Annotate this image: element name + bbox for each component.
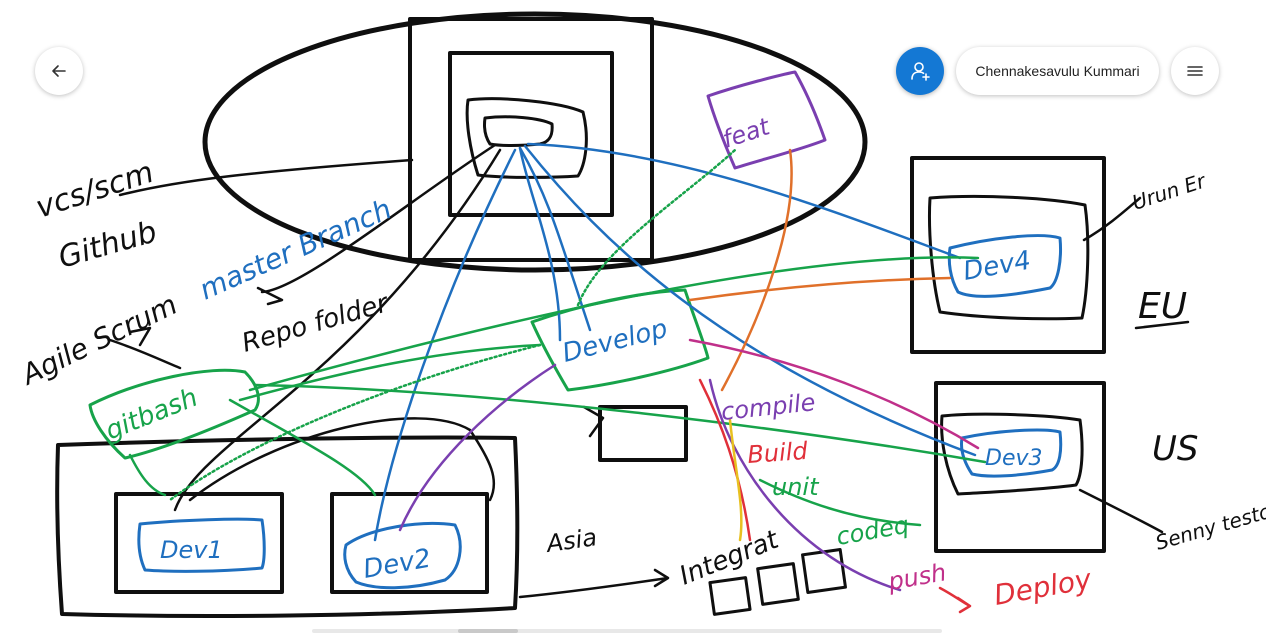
label-build: Build bbox=[746, 437, 809, 469]
dev2-outer-box bbox=[330, 492, 489, 594]
master-to-dev3 bbox=[523, 144, 977, 457]
label-github: Github bbox=[55, 214, 161, 275]
master-to-dev4 bbox=[526, 142, 962, 260]
integrated-box-1 bbox=[708, 576, 752, 616]
label-feature: feat bbox=[719, 112, 774, 154]
eu-underline bbox=[1134, 320, 1190, 330]
develop-to-codeq bbox=[758, 478, 922, 527]
develop-to-dev1 bbox=[168, 343, 542, 502]
label-deploy: Deploy bbox=[991, 562, 1094, 612]
dev1-up-connector bbox=[173, 148, 502, 512]
eu-region-box bbox=[910, 156, 1106, 354]
dev2-to-develop bbox=[398, 363, 557, 532]
repo-inner-shape bbox=[483, 115, 554, 147]
push-arrow bbox=[938, 586, 972, 614]
small-server-box bbox=[598, 405, 688, 462]
hamburger-icon bbox=[1187, 66, 1203, 76]
gitbash-box bbox=[88, 368, 260, 460]
eu-tag-line bbox=[1082, 196, 1142, 242]
repo-shape bbox=[465, 97, 588, 179]
label-dev3: Dev3 bbox=[985, 446, 1043, 471]
agile-arrow bbox=[108, 326, 182, 370]
gitbash-to-dev2 bbox=[228, 398, 377, 497]
gitbash-to-dev3 bbox=[253, 383, 987, 464]
dev1-box bbox=[137, 517, 266, 573]
us-region-box bbox=[934, 381, 1106, 553]
integrated-box-2 bbox=[756, 562, 800, 606]
label-eu: EU bbox=[1138, 286, 1187, 327]
label-master: master Branch bbox=[194, 192, 396, 306]
menu-button[interactable] bbox=[1171, 47, 1219, 95]
label-agile: Agile Scrum bbox=[15, 288, 183, 392]
repo-pointer bbox=[256, 286, 284, 306]
master-to-dev2 bbox=[373, 148, 517, 542]
label-develop: Develop bbox=[559, 314, 670, 369]
label-compile: compile bbox=[720, 388, 817, 426]
add-person-icon bbox=[911, 62, 930, 81]
pipeline-to-push bbox=[708, 378, 902, 592]
integrated-box-3 bbox=[801, 548, 847, 594]
label-sr-us: Senny testor bbox=[1153, 496, 1266, 555]
label-unit: unit bbox=[772, 473, 820, 501]
develop-to-feature bbox=[576, 148, 737, 307]
repo-connector bbox=[260, 143, 497, 294]
user-name-button[interactable]: Chennakesavulu Kummari bbox=[956, 47, 1159, 95]
label-dev2: Dev2 bbox=[361, 544, 433, 585]
github-ellipse bbox=[202, 11, 868, 273]
horizontal-scrollbar[interactable] bbox=[312, 629, 942, 633]
develop-to-dev3-red bbox=[688, 338, 980, 450]
share-button[interactable] bbox=[896, 47, 944, 95]
server-outer-box bbox=[408, 17, 654, 262]
label-codeq: codeq bbox=[834, 511, 911, 551]
user-name: Chennakesavulu Kummari bbox=[975, 63, 1140, 79]
dev3-box bbox=[960, 428, 1063, 478]
label-dev4: Dev4 bbox=[961, 246, 1033, 287]
asia-region-box bbox=[55, 435, 520, 618]
arrow-left-icon bbox=[52, 65, 66, 77]
yellow-branch bbox=[728, 418, 743, 542]
dev4-to-develop-orange bbox=[688, 276, 952, 302]
feature-to-develop-orange bbox=[720, 148, 793, 392]
label-dev1: Dev1 bbox=[160, 536, 223, 564]
gitbash-to-dev4 bbox=[248, 256, 980, 392]
dev1-right-connector bbox=[188, 417, 496, 502]
us-tag-line bbox=[1078, 488, 1164, 534]
label-sr-eu: Urun Er bbox=[1129, 168, 1210, 215]
gitbash-to-develop bbox=[238, 343, 542, 402]
label-push: push bbox=[885, 558, 948, 596]
eu-inner-shape bbox=[927, 194, 1090, 321]
label-us: US bbox=[1152, 429, 1198, 469]
scrollbar-thumb[interactable] bbox=[458, 629, 518, 633]
label-asia: Asia bbox=[543, 523, 599, 558]
gitbash-to-dev1 bbox=[128, 453, 167, 497]
label-integrated: Integrat bbox=[675, 525, 783, 592]
small-box-arrow bbox=[582, 405, 605, 438]
develop-pipeline-red bbox=[698, 378, 752, 542]
feature-box bbox=[706, 70, 827, 170]
dev2-box bbox=[343, 522, 462, 590]
us-inner-shape bbox=[940, 412, 1084, 496]
label-repo: Repo folder bbox=[239, 288, 394, 359]
asia-to-integrated bbox=[518, 568, 670, 599]
back-button[interactable] bbox=[35, 47, 83, 95]
vcs-connector bbox=[118, 158, 414, 197]
server-inner-box bbox=[448, 51, 614, 217]
dev4-box bbox=[947, 234, 1062, 298]
label-vcs: vcs/scm bbox=[32, 155, 158, 226]
